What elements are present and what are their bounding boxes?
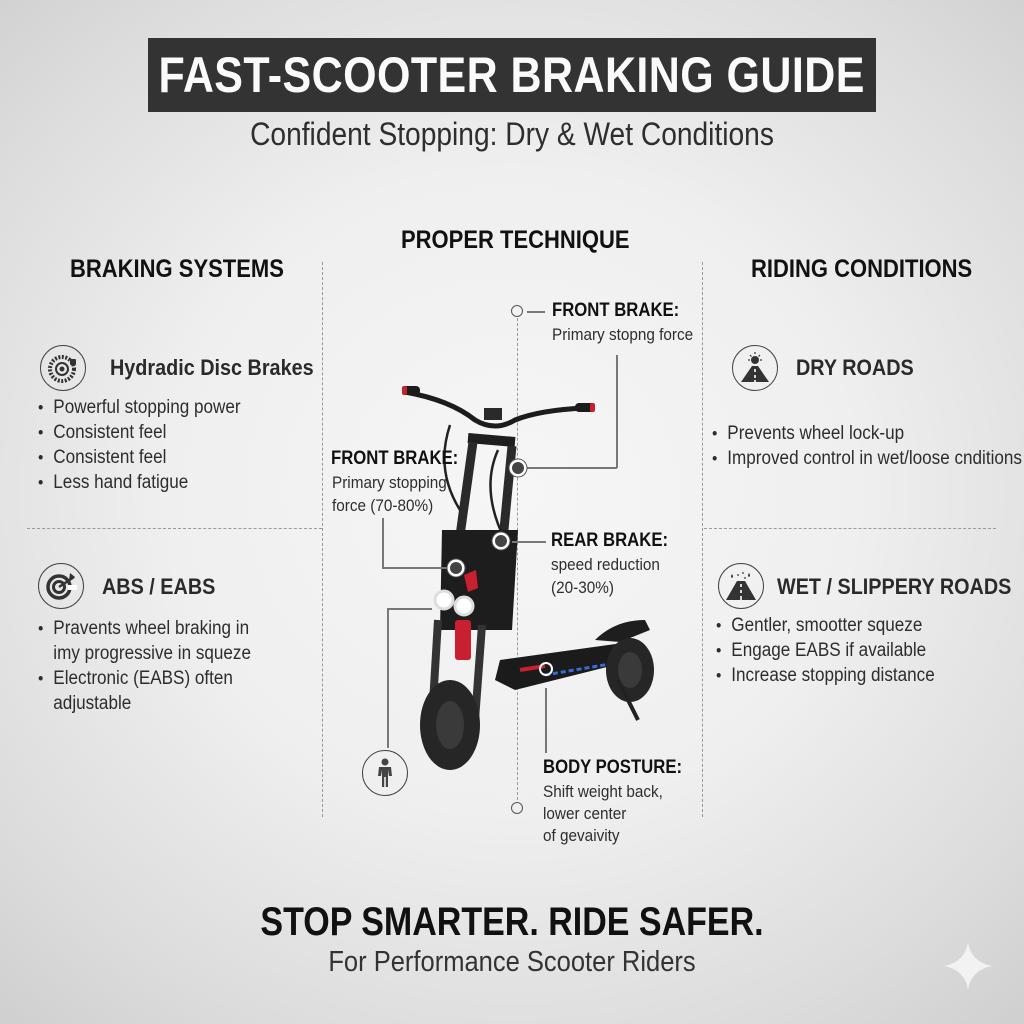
list-item: Improved control in wet/loose cnditions bbox=[712, 446, 1022, 471]
right-section-divider bbox=[704, 528, 996, 529]
title-banner: FAST-SCOOTER BRAKING GUIDE bbox=[148, 38, 876, 112]
rear-brake-line2: (20-30%) bbox=[551, 578, 614, 597]
braking-systems-heading: BRAKING SYSTEMS bbox=[70, 255, 284, 283]
body-posture-line1: Shift weight back, bbox=[543, 782, 663, 801]
list-item: Engage EABS if available bbox=[716, 638, 935, 663]
front-brake-lever-marker bbox=[512, 462, 524, 474]
wet-slippery-roads-title: WET / SLIPPERY ROADS bbox=[777, 574, 1012, 599]
front-brake-left-line2: force (70-80%) bbox=[332, 496, 434, 515]
list-item: Consistent feel bbox=[38, 420, 241, 445]
body-posture-marker bbox=[511, 802, 523, 814]
leader-line bbox=[616, 355, 618, 468]
riding-conditions-heading: RIDING CONDITIONS bbox=[751, 255, 973, 283]
page-subtitle: Confident Stopping: Dry & Wet Conditions bbox=[250, 116, 774, 152]
scooter-illustration bbox=[402, 386, 654, 770]
list-item: Electronic (EABS) often adjustable bbox=[38, 666, 278, 716]
abs-eabs-title: ABS / EABS bbox=[102, 574, 216, 599]
front-brake-top-title: FRONT BRAKE: bbox=[552, 300, 680, 321]
leader-line bbox=[382, 567, 452, 569]
leader-line bbox=[545, 688, 547, 753]
sparkle-icon bbox=[944, 942, 992, 990]
deck-marker bbox=[539, 662, 553, 676]
leader-line bbox=[387, 608, 432, 610]
list-item: Increase stopping distance bbox=[716, 663, 935, 688]
rear-brake-line1: speed reduction bbox=[551, 555, 660, 574]
leader-line bbox=[524, 467, 617, 469]
abs-benefits-list: Pravents wheel braking in imy progressiv… bbox=[38, 616, 305, 716]
center-guide-line bbox=[517, 318, 518, 800]
list-item: Powerful stopping power bbox=[38, 395, 241, 420]
front-brake-left-title: FRONT BRAKE: bbox=[331, 448, 459, 469]
list-item: Gentler, smootter squeze bbox=[716, 613, 935, 638]
left-section-divider bbox=[27, 528, 322, 529]
dry-roads-title: DRY ROADS bbox=[796, 355, 914, 380]
front-brake-caliper-marker bbox=[450, 562, 462, 574]
left-column-divider bbox=[322, 262, 323, 817]
leader-line bbox=[387, 608, 389, 748]
hydraulic-disc-brakes-title: Hydradic Disc Brakes bbox=[110, 355, 314, 380]
list-item: Prevents wheel lock-up bbox=[712, 421, 1022, 446]
body-posture-line3: of gevaivity bbox=[543, 826, 620, 845]
abs-target-icon bbox=[38, 563, 84, 609]
dry-roads-tips-list: Prevents wheel lock-up Improved control … bbox=[712, 421, 1024, 471]
footer-tagline: STOP SMARTER. RIDE SAFER. bbox=[260, 900, 764, 944]
list-item: Consistent feel bbox=[38, 445, 241, 470]
front-brake-marker bbox=[511, 305, 523, 317]
leader-line bbox=[512, 541, 546, 543]
leader-line bbox=[527, 311, 545, 313]
front-brake-top-desc: Primary stopng force bbox=[552, 325, 694, 344]
proper-technique-heading: PROPER TECHNIQUE bbox=[401, 226, 630, 254]
footer-subline: For Performance Scooter Riders bbox=[328, 946, 696, 978]
rain-road-icon bbox=[718, 563, 764, 609]
page-title: FAST-SCOOTER BRAKING GUIDE bbox=[158, 47, 866, 103]
body-posture-title: BODY POSTURE: bbox=[543, 757, 683, 778]
rear-brake-marker bbox=[495, 535, 507, 547]
list-item: Pravents wheel braking in imy progressiv… bbox=[38, 616, 278, 666]
sun-road-icon bbox=[732, 345, 778, 391]
rear-brake-title: REAR BRAKE: bbox=[551, 530, 669, 551]
disc-brake-benefits-list: Powerful stopping power Consistent feel … bbox=[38, 395, 263, 495]
leader-line bbox=[382, 518, 384, 568]
disc-brake-icon bbox=[40, 345, 86, 391]
wet-roads-tips-list: Gentler, smootter squeze Engage EABS if … bbox=[716, 613, 959, 688]
right-column-divider bbox=[702, 262, 703, 817]
body-posture-line2: lower center bbox=[543, 804, 627, 823]
person-standing-icon bbox=[362, 750, 408, 796]
front-brake-left-line1: Primary stopping bbox=[332, 473, 447, 492]
list-item: Less hand fatigue bbox=[38, 470, 241, 495]
